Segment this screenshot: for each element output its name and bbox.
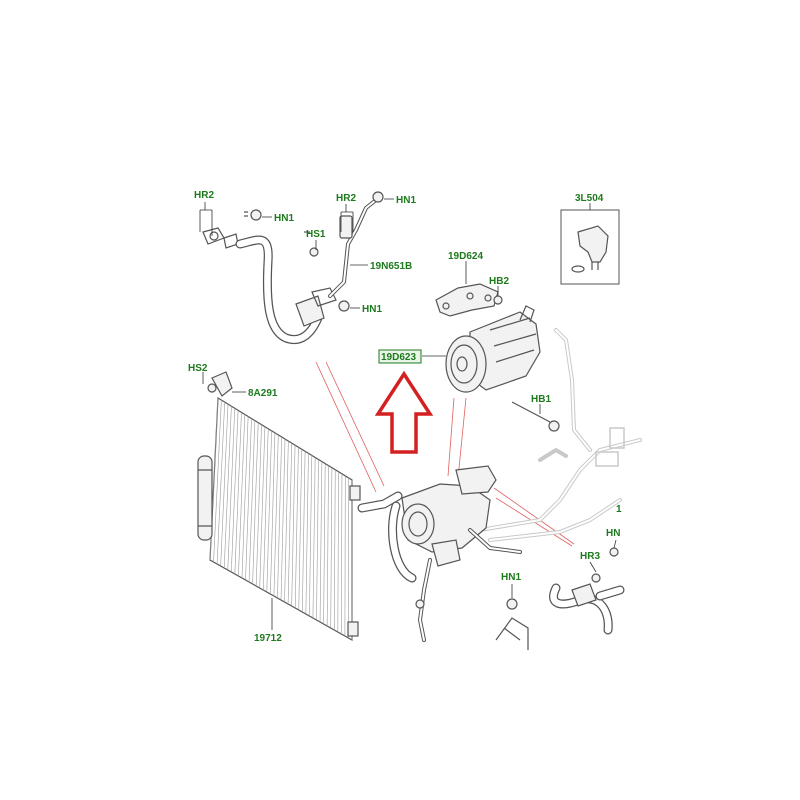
nut-hn1-mid-icon <box>338 300 350 312</box>
label-hs1: HS1 <box>306 229 326 240</box>
label-partial-hn: HN <box>606 528 620 539</box>
label-hn1-mid: HN1 <box>362 304 382 315</box>
label-hn1-top-left: HN1 <box>274 213 294 224</box>
sensor-3l504-box <box>560 203 620 285</box>
label-19d623-box <box>378 349 422 364</box>
label-8a291: 8A291 <box>248 388 278 399</box>
condenser-fins <box>209 397 353 640</box>
label-partial-1: 1 <box>616 504 622 515</box>
ac-compressor-19d623 <box>422 305 560 432</box>
bottom-right-hoses <box>495 539 625 650</box>
label-hs2: HS2 <box>188 363 208 374</box>
bolt-hs2-icon <box>207 383 217 393</box>
bolt-hs1-icon <box>309 247 319 257</box>
label-19n651b: 19N651B <box>370 261 412 272</box>
leaders-top-left <box>199 198 394 309</box>
red-pointer-lines <box>315 361 575 547</box>
label-hb2: HB2 <box>489 276 509 287</box>
label-3l504: 3L504 <box>575 193 604 204</box>
condenser-19712 <box>197 371 361 642</box>
label-hn1-bottom: HN1 <box>501 572 521 583</box>
label-hb1: HB1 <box>531 394 551 405</box>
label-hr2-left: HR2 <box>194 190 214 201</box>
label-hn1-top-mid: HN1 <box>396 195 416 206</box>
label-19d624: 19D624 <box>448 251 483 262</box>
pressure-sensor-icon <box>577 225 609 263</box>
nut-hn1-top-left-icon <box>250 209 262 221</box>
label-19d623: 19D623 <box>381 352 416 363</box>
bolt-hb1-icon <box>548 420 560 432</box>
nut-hn1-top-mid-icon <box>372 191 384 203</box>
nut-hn1-bottom-icon <box>506 598 518 610</box>
clip-hr3-icon <box>591 573 601 583</box>
compressor-bracket-19d624 <box>435 261 503 317</box>
compressor-installed-assembly <box>357 328 642 642</box>
label-19712: 19712 <box>254 633 282 644</box>
red-up-arrow-icon <box>374 370 434 454</box>
label-hr2-mid: HR2 <box>336 193 356 204</box>
label-hr3: HR3 <box>580 551 600 562</box>
bolt-hb2-icon <box>493 295 503 305</box>
hose-assembly-top-left <box>202 191 384 344</box>
